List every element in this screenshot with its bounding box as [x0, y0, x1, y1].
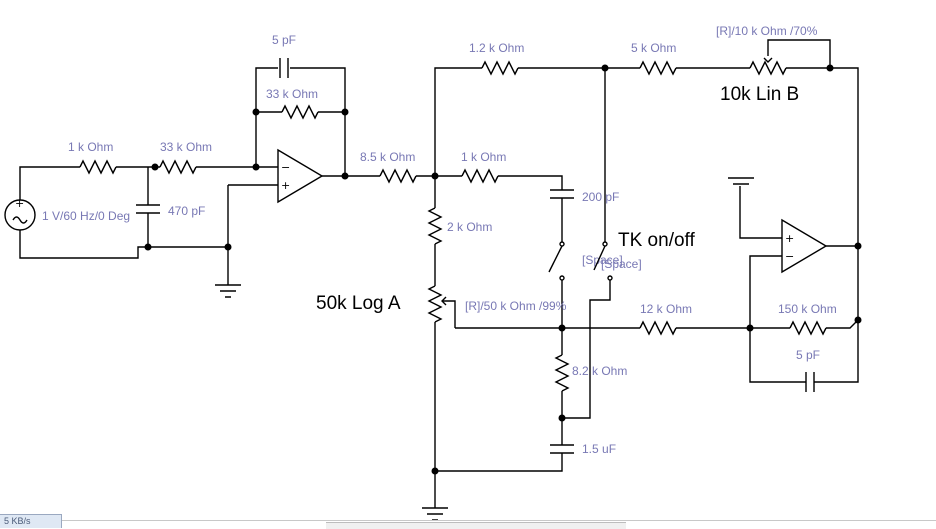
ground-bottom-icon	[422, 507, 448, 521]
resistor-33k-feedback[interactable]	[281, 104, 319, 120]
status-chip: 5 KB/s	[0, 514, 62, 528]
resistor-8k2[interactable]	[554, 354, 570, 392]
capacitor-5pf-bottom-label: 5 pF	[796, 348, 820, 362]
switch-note: TK on/off	[618, 230, 695, 251]
resistor-150k-label: 150 k Ohm	[778, 302, 837, 316]
capacitor-5pf-top-label: 5 pF	[272, 33, 296, 47]
resistor-150k[interactable]	[789, 320, 827, 336]
svg-text:+: +	[15, 197, 24, 210]
resistor-12k[interactable]	[639, 320, 677, 336]
switch-left[interactable]	[548, 241, 565, 281]
capacitor-200pf-label: 200 pF	[582, 190, 619, 204]
resistor-1k2-label: 1.2 k Ohm	[469, 41, 524, 55]
opamp2-plus-sign: +	[785, 232, 794, 245]
potentiometer-10k-note: 10k Lin B	[720, 84, 799, 105]
switch-right-key: [Space]	[601, 257, 642, 271]
potentiometer-50k[interactable]	[427, 285, 456, 328]
opamp2-minus-sign: −	[785, 250, 794, 263]
potentiometer-50k-label: [R]/50 k Ohm /99%	[465, 299, 567, 313]
resistor-33k-series[interactable]	[159, 159, 197, 175]
bottom-scrollbar[interactable]	[326, 522, 626, 529]
resistor-1k2[interactable]	[481, 60, 519, 76]
switch-right[interactable]	[593, 241, 613, 281]
resistor-1k-tone-label: 1 k Ohm	[461, 150, 506, 164]
capacitor-1u5[interactable]	[550, 444, 574, 454]
resistor-2k-label: 2 k Ohm	[447, 220, 492, 234]
capacitor-470pf-label: 470 pF	[168, 204, 205, 218]
potentiometer-10k-label: [R]/10 k Ohm /70%	[716, 24, 818, 38]
capacitor-5pf-bottom[interactable]	[805, 372, 815, 392]
ground-right-icon	[728, 177, 754, 185]
resistor-33k-feedback-label: 33 k Ohm	[266, 87, 318, 101]
capacitor-5pf-top[interactable]	[279, 58, 289, 78]
resistor-5k[interactable]	[639, 60, 677, 76]
status-divider	[62, 520, 936, 521]
potentiometer-50k-note: 50k Log A	[316, 293, 401, 314]
capacitor-200pf[interactable]	[550, 189, 574, 199]
resistor-1k-input-label: 1 k Ohm	[68, 140, 113, 154]
capacitor-1u5-label: 1.5 uF	[582, 442, 616, 456]
resistor-5k-label: 5 k Ohm	[631, 41, 676, 55]
ac-voltage-source[interactable]: +	[4, 197, 36, 231]
resistor-33k-series-label: 33 k Ohm	[160, 140, 212, 154]
resistor-1k-input[interactable]	[79, 159, 117, 175]
resistor-12k-label: 12 k Ohm	[640, 302, 692, 316]
resistor-8k5[interactable]	[379, 168, 417, 184]
resistor-8k2-label: 8.2 k Ohm	[572, 364, 627, 378]
capacitor-470pf[interactable]	[136, 204, 160, 214]
resistor-2k[interactable]	[427, 207, 443, 245]
resistor-8k5-label: 8.5 k Ohm	[360, 150, 415, 164]
ground-left-icon	[215, 284, 241, 298]
opamp-output-stage[interactable]	[781, 218, 828, 274]
junction-dots	[144, 64, 862, 475]
switch-left-key: [Space]	[582, 253, 623, 267]
source-label: 1 V/60 Hz/0 Deg	[42, 209, 130, 223]
opamp1-minus-sign: −	[281, 161, 290, 174]
opamp-input-stage[interactable]	[277, 148, 324, 204]
potentiometer-10k[interactable]	[749, 39, 831, 76]
resistor-1k-tone[interactable]	[461, 168, 499, 184]
opamp1-plus-sign: +	[281, 179, 290, 192]
